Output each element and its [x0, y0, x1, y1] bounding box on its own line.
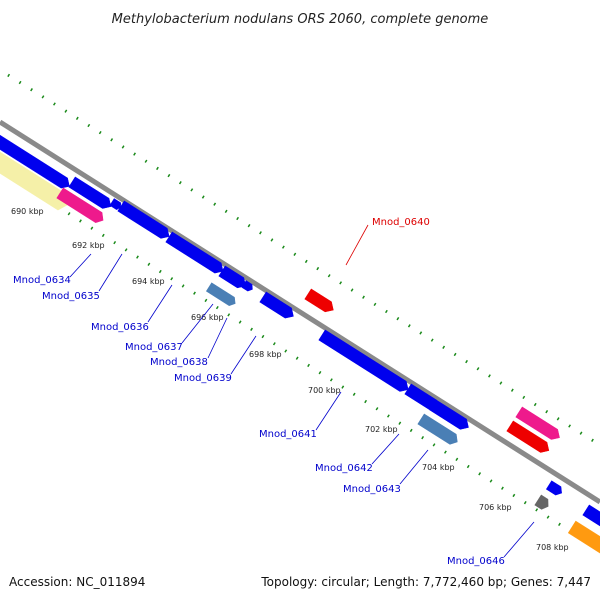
feature-blue-i[interactable] — [318, 329, 412, 395]
feature-blue-k[interactable] — [429, 399, 472, 433]
feature-steel-b[interactable] — [417, 413, 461, 447]
gene-label-0642[interactable]: Mnod_0642 — [315, 463, 373, 474]
feature-blue-c[interactable] — [109, 198, 123, 211]
tick-label-694: 694 kbp — [132, 277, 165, 286]
gene-label-0639[interactable]: Mnod_0639 — [174, 373, 232, 384]
genome-title: Methylobacterium nodulans ORS 2060, comp… — [112, 12, 489, 27]
leader-line-0641 — [315, 391, 342, 431]
feature-blue-g[interactable] — [241, 280, 255, 293]
feature-pink-a[interactable] — [56, 187, 107, 225]
genome-backbone — [0, 119, 600, 505]
leader-line-0638 — [207, 317, 228, 359]
feature-gray-a[interactable] — [534, 494, 552, 512]
leader-line-0640 — [345, 224, 369, 266]
feature-blue-f[interactable] — [218, 265, 249, 291]
feature-blue-b[interactable] — [68, 176, 114, 212]
feature-blue-a[interactable] — [0, 130, 73, 191]
tick-label-700: 700 kbp — [308, 386, 341, 395]
leader-line-0634 — [69, 253, 92, 278]
accession-text: Accession: NC_011894 — [9, 575, 145, 589]
leader-line-0639 — [230, 335, 257, 375]
leader-line-0642 — [371, 433, 400, 465]
leader-line-0636 — [147, 284, 173, 323]
feature-pink-b[interactable] — [515, 406, 563, 443]
gene-label-0634[interactable]: Mnod_0634 — [13, 275, 71, 286]
feature-blue-d[interactable] — [117, 200, 173, 242]
feature-blue-h[interactable] — [259, 291, 297, 321]
feature-red-a[interactable] — [304, 288, 337, 315]
gene-label-0637[interactable]: Mnod_0637 — [125, 342, 183, 353]
feature-blue-l[interactable] — [545, 480, 564, 497]
tick-label-708: 708 kbp — [536, 543, 569, 552]
feature-blue-e[interactable] — [165, 231, 226, 276]
tick-label-706: 706 kbp — [479, 503, 512, 512]
leader-line-0637 — [181, 303, 214, 344]
feature-orange-a[interactable] — [567, 520, 600, 557]
gene-label-0643[interactable]: Mnod_0643 — [343, 484, 401, 495]
outer-tick-track — [7, 73, 600, 447]
gene-label-0640[interactable]: Mnod_0640 — [372, 217, 430, 228]
feature-red-b[interactable] — [506, 420, 552, 456]
feature-yellow[interactable] — [0, 142, 72, 212]
gene-label-0636[interactable]: Mnod_0636 — [91, 322, 149, 333]
tick-label-698: 698 kbp — [249, 350, 282, 359]
feature-steel-a[interactable] — [205, 282, 238, 308]
gene-label-0646[interactable]: Mnod_0646 — [447, 556, 505, 567]
tick-label-690: 690 kbp — [11, 207, 44, 216]
gene-label-0641[interactable]: Mnod_0641 — [259, 429, 317, 440]
gene-label-0638[interactable]: Mnod_0638 — [150, 357, 208, 368]
leader-line-0643 — [399, 449, 429, 485]
leader-line-0635 — [98, 253, 123, 292]
tick-label-702: 702 kbp — [365, 425, 398, 434]
inner-tick-track — [0, 168, 600, 552]
tick-label-704: 704 kbp — [422, 463, 455, 472]
tick-label-692: 692 kbp — [72, 241, 105, 250]
topology-summary: Topology: circular; Length: 7,772,460 bp… — [260, 575, 591, 589]
gene-label-0635[interactable]: Mnod_0635 — [42, 291, 100, 302]
tick-label-696: 696 kbp — [191, 313, 224, 322]
leader-line-0646 — [503, 521, 535, 558]
